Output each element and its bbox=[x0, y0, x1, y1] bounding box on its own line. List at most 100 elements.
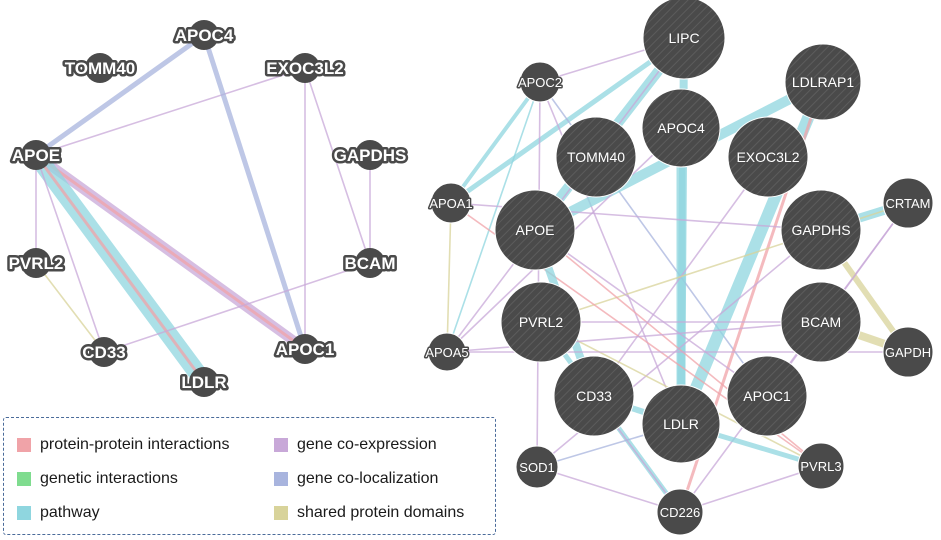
node-label: LDLRAP1 bbox=[792, 74, 854, 90]
node-label: APOC4 bbox=[657, 120, 705, 136]
left-edge-apoe-exoc3l2 bbox=[35, 67, 306, 156]
legend-label: gene co-expression bbox=[297, 436, 437, 453]
legend: protein-protein interactions genetic int… bbox=[3, 417, 496, 535]
right-node-tomm40[interactable]: TOMM40 bbox=[555, 116, 637, 198]
genetic-swatch bbox=[17, 472, 31, 486]
legend-label: pathway bbox=[40, 504, 100, 521]
node-circle bbox=[355, 248, 385, 278]
node-label: APOE bbox=[516, 222, 555, 238]
right-node-gapdh[interactable]: GAPDH bbox=[882, 326, 934, 378]
domains-swatch bbox=[274, 506, 288, 520]
node-label: APOC1 bbox=[276, 340, 335, 359]
node-circle bbox=[290, 53, 320, 83]
left-node-tomm40[interactable]: TOMM40 bbox=[62, 53, 138, 83]
node-circle bbox=[726, 355, 808, 437]
legend-label: protein-protein interactions bbox=[40, 436, 230, 453]
node-circle bbox=[641, 384, 721, 464]
node-label: APOC2 bbox=[518, 75, 562, 90]
legend-label: shared protein domains bbox=[297, 504, 465, 521]
legend-item-protein: protein-protein interactions bbox=[17, 434, 229, 456]
coexpression-swatch bbox=[274, 438, 288, 452]
right-node-apoc2[interactable]: APOC2 bbox=[516, 61, 564, 103]
legend-item-coexpression: gene co-expression bbox=[274, 434, 437, 456]
left-node-ldlr[interactable]: LDLR bbox=[179, 367, 229, 397]
right-edge-apoc2-apoa5 bbox=[446, 81, 541, 353]
node-label: CRTAM bbox=[885, 196, 930, 211]
left-node-bcam[interactable]: BCAM bbox=[342, 248, 398, 278]
node-circle bbox=[642, 0, 726, 80]
left-node-gapdhs[interactable]: GAPDHS bbox=[331, 140, 409, 170]
pathway-swatch bbox=[17, 506, 31, 520]
right-node-cd33[interactable]: CD33 bbox=[553, 355, 635, 437]
node-circle bbox=[641, 88, 721, 168]
node-label: PVRL2 bbox=[519, 314, 564, 330]
left-edge-apoe-apoc1 bbox=[34, 153, 307, 351]
node-circle bbox=[727, 116, 809, 198]
node-label: GAPDHS bbox=[791, 222, 850, 238]
node-circle bbox=[656, 488, 704, 536]
left-edge-apoe-ldlr bbox=[34, 153, 206, 384]
right-edge-apoc2-sod1 bbox=[536, 81, 541, 468]
left-node-exoc3l2[interactable]: EXOC3L2 bbox=[264, 53, 346, 83]
right-node-exoc3l2[interactable]: EXOC3L2 bbox=[727, 116, 809, 198]
right-node-apoe[interactable]: APOE bbox=[494, 189, 576, 271]
right-node-apoa1[interactable]: APOA1 bbox=[428, 182, 474, 224]
node-label: APOE bbox=[12, 146, 60, 165]
node-label: CD33 bbox=[576, 388, 612, 404]
right-node-pvrl2[interactable]: PVRL2 bbox=[500, 281, 582, 363]
node-circle bbox=[427, 332, 467, 372]
left-node-apoc1[interactable]: APOC1 bbox=[273, 334, 337, 364]
left-edge-apoe-cd33 bbox=[35, 154, 105, 353]
left-edge-apoc4-apoc1 bbox=[201, 32, 308, 352]
right-node-ldlrap1[interactable]: LDLRAP1 bbox=[784, 43, 862, 121]
node-circle bbox=[882, 177, 934, 229]
left-node-pvrl2[interactable]: PVRL2 bbox=[6, 248, 66, 278]
left-node-apoc4[interactable]: APOC4 bbox=[172, 20, 236, 50]
right-edge-lipc-apoa5 bbox=[446, 37, 685, 353]
node-circle bbox=[797, 442, 845, 490]
right-node-lipc[interactable]: LIPC bbox=[642, 0, 726, 80]
legend-item-genetic: genetic interactions bbox=[17, 468, 178, 490]
node-label: SOD1 bbox=[519, 460, 554, 475]
node-label: GAPDH bbox=[885, 345, 931, 360]
node-label: APOA1 bbox=[429, 196, 472, 211]
node-label: APOA5 bbox=[425, 345, 468, 360]
node-circle bbox=[355, 140, 385, 170]
node-label: CD226 bbox=[660, 505, 700, 520]
left-node-cd33[interactable]: CD33 bbox=[80, 337, 128, 367]
node-label: EXOC3L2 bbox=[736, 149, 799, 165]
node-circle bbox=[515, 445, 559, 489]
right-node-gapdhs[interactable]: GAPDHS bbox=[780, 189, 862, 271]
node-label: LDLR bbox=[181, 373, 226, 392]
node-circle bbox=[780, 189, 862, 271]
legend-label: gene co-localization bbox=[297, 470, 439, 487]
node-circle bbox=[882, 326, 934, 378]
right-node-cd226[interactable]: CD226 bbox=[656, 488, 704, 536]
node-circle bbox=[555, 116, 637, 198]
right-node-sod1[interactable]: SOD1 bbox=[515, 445, 559, 489]
right-node-ldlr[interactable]: LDLR bbox=[641, 384, 721, 464]
node-label: APOC4 bbox=[175, 26, 234, 45]
node-circle bbox=[21, 248, 51, 278]
node-circle bbox=[21, 140, 51, 170]
node-circle bbox=[500, 281, 582, 363]
right-node-bcam[interactable]: BCAM bbox=[780, 281, 862, 363]
right-node-crtam[interactable]: CRTAM bbox=[882, 177, 934, 229]
left-network-edges bbox=[27, 32, 371, 391]
node-circle bbox=[430, 182, 472, 224]
legend-item-pathway: pathway bbox=[17, 502, 100, 524]
left-node-apoe[interactable]: APOE bbox=[9, 140, 63, 170]
right-node-apoa5[interactable]: APOA5 bbox=[424, 332, 470, 372]
right-node-apoc1[interactable]: APOC1 bbox=[726, 355, 808, 437]
right-edge-pvrl3-cd226 bbox=[679, 465, 822, 513]
colocalization-swatch bbox=[274, 472, 288, 486]
legend-item-colocalization: gene co-localization bbox=[274, 468, 438, 490]
right-node-pvrl3[interactable]: PVRL3 bbox=[797, 442, 845, 490]
node-label: CD33 bbox=[82, 343, 125, 362]
right-node-apoc4[interactable]: APOC4 bbox=[641, 88, 721, 168]
node-label: LIPC bbox=[668, 30, 699, 46]
right-edge-sod1-cd226 bbox=[536, 466, 681, 513]
node-label: BCAM bbox=[345, 254, 396, 273]
node-label: EXOC3L2 bbox=[266, 59, 343, 78]
